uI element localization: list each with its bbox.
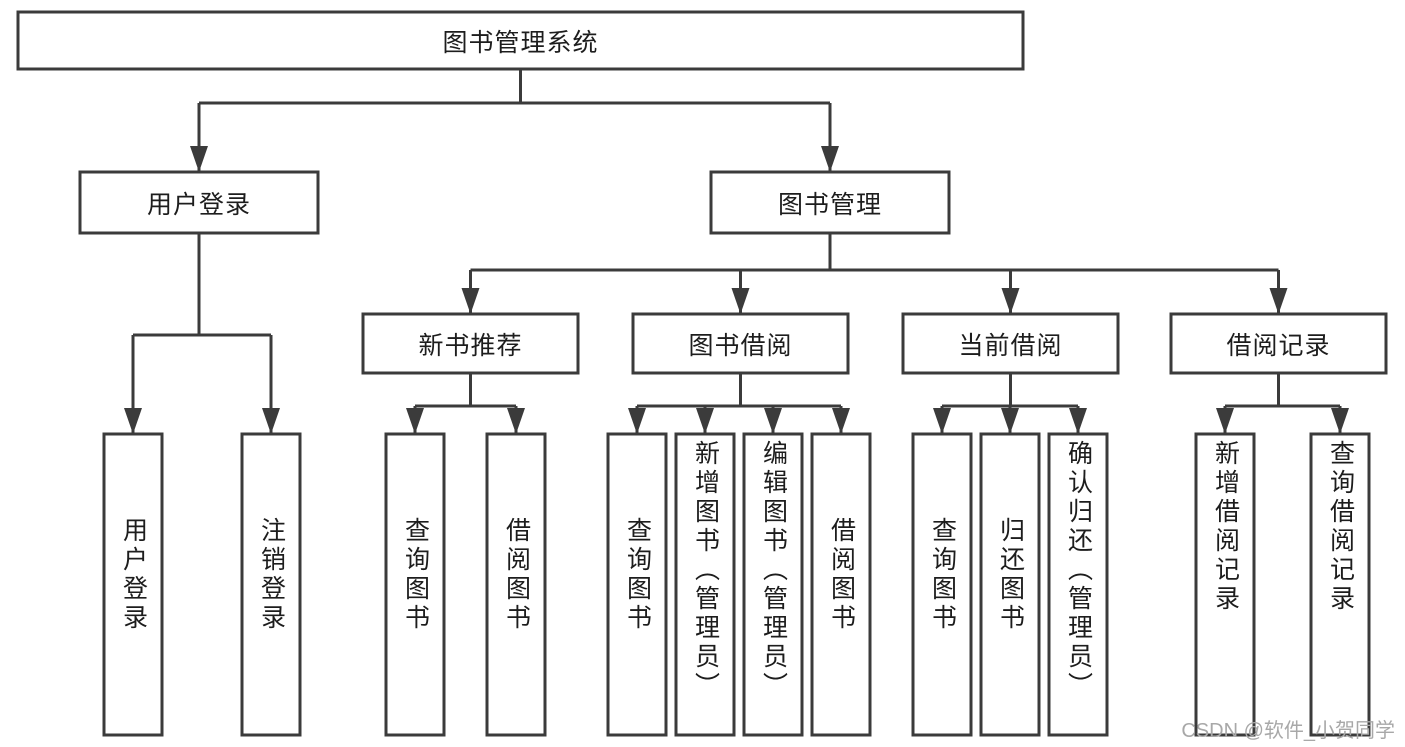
node-box-leaf-return-book[interactable] <box>979 432 1041 737</box>
node-box-book-borrow[interactable] <box>631 312 850 375</box>
node-box-leaf-borrow-book-1[interactable] <box>485 432 547 737</box>
arrow-head-icon-root-user-login <box>190 146 208 172</box>
node-box-leaf-query-book-3[interactable] <box>911 432 973 737</box>
arrow-head-icon-leaf-add-book <box>696 408 714 434</box>
arrow-head-icon-leaf-user-login <box>124 408 142 434</box>
connector-layer <box>124 69 1349 434</box>
node-box-new-book-recommend[interactable] <box>361 312 580 375</box>
node-box-leaf-borrow-book-2[interactable] <box>810 432 872 737</box>
node-box-borrow-record[interactable] <box>1169 312 1388 375</box>
node-box-leaf-add-book[interactable] <box>674 432 736 737</box>
arrow-head-icon-bm-book-borrow <box>731 288 750 314</box>
node-box-layer <box>16 10 1388 737</box>
arrow-head-icon-leaf-user-logout <box>262 408 280 434</box>
node-box-leaf-query-borrow-record[interactable] <box>1309 432 1371 737</box>
node-box-book-management[interactable] <box>709 170 951 235</box>
arrow-head-icon-leaf-query-borrow-record <box>1331 408 1349 434</box>
node-box-leaf-confirm-return[interactable] <box>1047 432 1109 737</box>
node-box-user-login[interactable] <box>78 170 320 235</box>
arrow-head-icon-leaf-return-book <box>1001 408 1019 434</box>
node-box-leaf-user-logout[interactable] <box>240 432 302 737</box>
arrow-head-icon-leaf-query-book-1 <box>406 408 424 434</box>
node-box-leaf-edit-book[interactable] <box>742 432 804 737</box>
arrow-head-icon-leaf-edit-book <box>764 408 782 434</box>
node-box-leaf-user-login[interactable] <box>102 432 164 737</box>
node-box-leaf-query-book-2[interactable] <box>606 432 668 737</box>
node-box-current-borrow[interactable] <box>901 312 1120 375</box>
node-box-root-system[interactable] <box>16 10 1025 71</box>
node-box-leaf-add-borrow-record[interactable] <box>1194 432 1256 737</box>
arrow-head-icon-leaf-confirm-return <box>1069 408 1087 434</box>
arrow-head-icon-leaf-borrow-book-2 <box>832 408 850 434</box>
arrow-head-icon-bm-current-borrow <box>1001 288 1020 314</box>
arrow-head-icon-leaf-add-borrow-record <box>1216 408 1234 434</box>
arrow-head-icon-bm-borrow-record <box>1269 288 1288 314</box>
arrow-head-icon-leaf-query-book-3 <box>933 408 951 434</box>
arrow-head-icon-bm-new-book-recommend <box>461 288 480 314</box>
arrow-head-icon-leaf-query-book-2 <box>628 408 646 434</box>
arrow-head-icon-leaf-borrow-book-1 <box>507 408 525 434</box>
arrow-head-icon-root-book-management <box>821 146 839 172</box>
node-box-leaf-query-book-1[interactable] <box>384 432 446 737</box>
